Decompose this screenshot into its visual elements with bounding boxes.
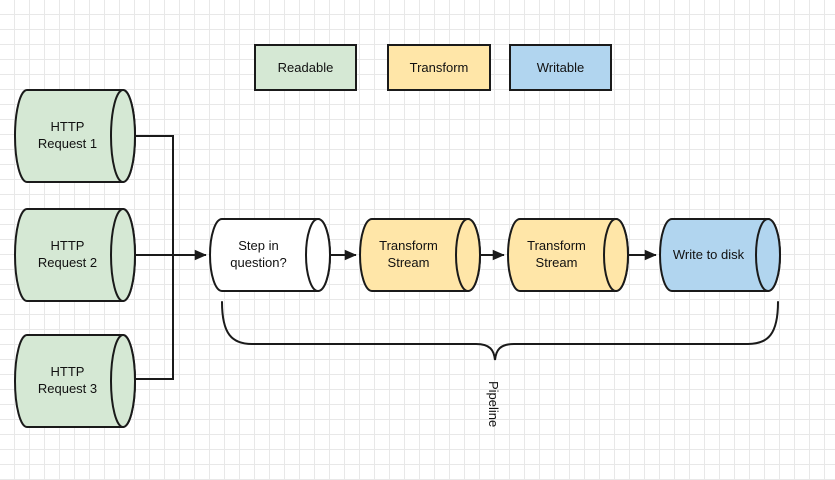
node-transform-stream-2[interactable] [507, 218, 629, 292]
node-http-request-1-cap [110, 89, 136, 183]
legend-swatch-group [254, 44, 612, 91]
node-write-to-disk-cap [755, 218, 781, 292]
node-http-request-1[interactable] [14, 89, 136, 183]
node-transform-stream-1-cap [455, 218, 481, 292]
node-http-request-2[interactable] [14, 208, 136, 302]
legend-swatch-writable[interactable] [509, 44, 612, 91]
node-step-in-question[interactable] [209, 218, 331, 292]
pipeline-brace-icon [221, 301, 779, 361]
legend-swatch-transform[interactable] [387, 44, 491, 91]
connector-group [128, 135, 657, 380]
legend-swatch-readable[interactable] [254, 44, 357, 91]
node-transform-stream-1[interactable] [359, 218, 481, 292]
node-transform-stream-2-cap [603, 218, 629, 292]
node-http-request-2-cap [110, 208, 136, 302]
node-write-to-disk[interactable] [659, 218, 781, 292]
connector-req1-to-trunk [128, 135, 174, 255]
node-http-request-3-cap [110, 334, 136, 428]
node-http-request-3[interactable] [14, 334, 136, 428]
connector-req3-to-trunk [128, 255, 174, 380]
node-step-in-question-cap [305, 218, 331, 292]
